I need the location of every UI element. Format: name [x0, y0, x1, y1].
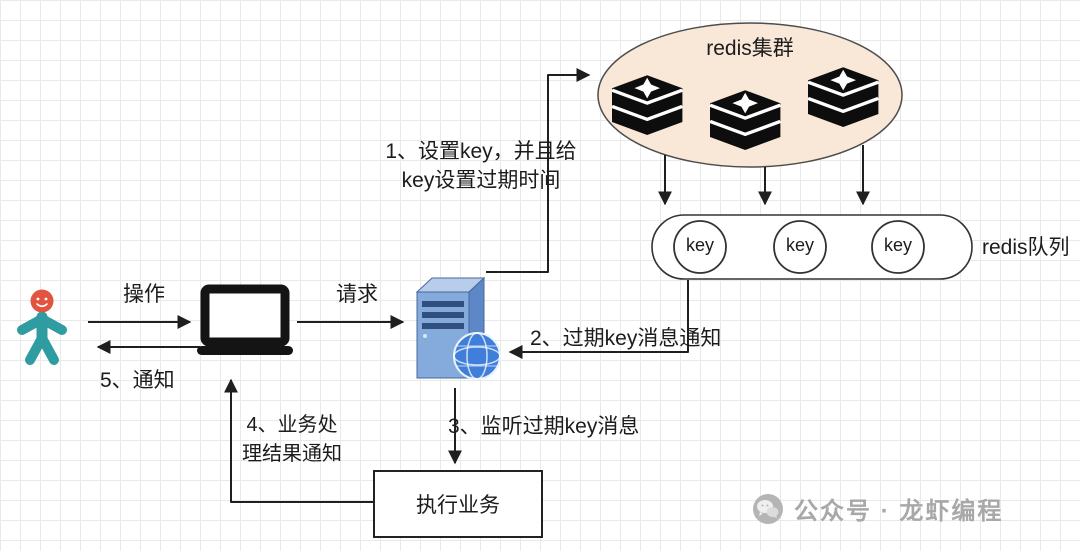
label-operate: 操作: [123, 283, 165, 306]
label-step1-line1: 1、设置key，并且给: [385, 140, 577, 163]
label-step3: 3、监听过期key消息: [448, 415, 640, 438]
watermark-text: 公众号 · 龙虾编程: [794, 498, 1004, 525]
key-label: key: [685, 235, 714, 255]
redis-cluster-label: redis集群: [706, 37, 794, 60]
key-circle: [871, 220, 925, 274]
key-circle: [673, 220, 727, 274]
label-request: 请求: [336, 283, 378, 306]
globe-icon: [453, 332, 501, 380]
business-box-label: 执行业务: [416, 494, 500, 517]
label-step1: 1、设置key，并且给 key设置过期时间: [362, 137, 600, 195]
key-label: key: [785, 235, 814, 255]
laptop-icon: [197, 284, 293, 355]
label-step4-line2: 理结果通知: [242, 443, 342, 465]
watermark: 公众号 · 龙虾编程: [752, 491, 1003, 526]
label-step5: 5、通知: [100, 369, 175, 392]
actor-icon: [17, 289, 67, 365]
arrow-expired-notify: [508, 280, 689, 359]
label-step4: 4、业务处 理结果通知: [227, 411, 357, 469]
key-label: key: [883, 235, 912, 255]
business-box: 执行业务: [373, 470, 543, 538]
label-step2: 2、过期key消息通知: [530, 327, 722, 350]
server-icon: [415, 276, 501, 380]
label-step1-line2: key设置过期时间: [401, 169, 561, 192]
label-step4-line1: 4、业务处: [246, 414, 338, 436]
wechat-icon: [753, 493, 783, 524]
redis-queue-label: redis队列: [982, 236, 1070, 259]
arrow-result-notify: [224, 378, 373, 503]
arrow-set-key: [486, 68, 591, 273]
key-circle: [773, 220, 827, 274]
